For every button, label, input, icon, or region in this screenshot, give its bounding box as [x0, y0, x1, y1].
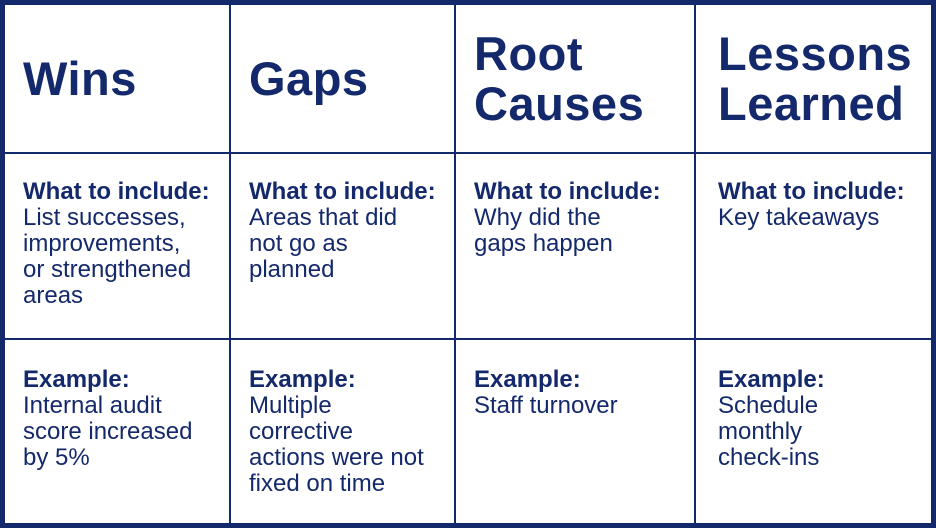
include-text: Why did the gaps happen [474, 204, 613, 257]
example-cell-wins: Example: Internal audit score increased … [5, 340, 229, 523]
example-text: Staff turnover [474, 392, 618, 419]
column-wins: Wins What to include: List successes, im… [5, 5, 231, 523]
example-label: Example: [718, 366, 825, 393]
column-title-lessons-learned: Lessons Learned [718, 26, 913, 130]
header-cell-wins: Wins [5, 5, 229, 154]
header-cell-gaps: Gaps [231, 5, 454, 154]
header-cell-root-causes: Root Causes [456, 5, 694, 154]
include-cell-lessons-learned: What to include: Key takeaways [696, 154, 931, 340]
example-cell-lessons-learned: Example: Schedule monthly check-ins [696, 340, 931, 523]
column-title-root-causes: Root Causes [474, 26, 645, 130]
include-text: Key takeaways [718, 204, 880, 231]
include-cell-wins: What to include: List successes, improve… [5, 154, 229, 340]
column-lessons-learned: Lessons Learned What to include: Key tak… [696, 5, 931, 523]
example-cell-gaps: Example: Multiple corrective actions wer… [231, 340, 454, 523]
example-label: Example: [474, 366, 581, 393]
include-label: What to include: [23, 178, 210, 205]
example-text: Schedule monthly check-ins [718, 392, 820, 471]
example-cell-root-causes: Example: Staff turnover [456, 340, 694, 523]
example-text: Internal audit score increased by 5% [23, 392, 193, 471]
column-root-causes: Root Causes What to include: Why did the… [456, 5, 696, 523]
example-label: Example: [23, 366, 130, 393]
example-label: Example: [249, 366, 356, 393]
column-title-wins: Wins [23, 51, 137, 105]
include-text: Areas that did not go as planned [249, 204, 398, 283]
include-cell-root-causes: What to include: Why did the gaps happen [456, 154, 694, 340]
include-label: What to include: [474, 178, 661, 205]
column-gaps: Gaps What to include: Areas that did not… [231, 5, 456, 523]
column-title-gaps: Gaps [249, 51, 369, 105]
include-cell-gaps: What to include: Areas that did not go a… [231, 154, 454, 340]
include-label: What to include: [249, 178, 436, 205]
header-cell-lessons-learned: Lessons Learned [696, 5, 931, 154]
include-text: List successes, improvements, or strengt… [23, 204, 192, 309]
include-label: What to include: [718, 178, 905, 205]
example-text: Multiple corrective actions were not fix… [249, 392, 424, 497]
